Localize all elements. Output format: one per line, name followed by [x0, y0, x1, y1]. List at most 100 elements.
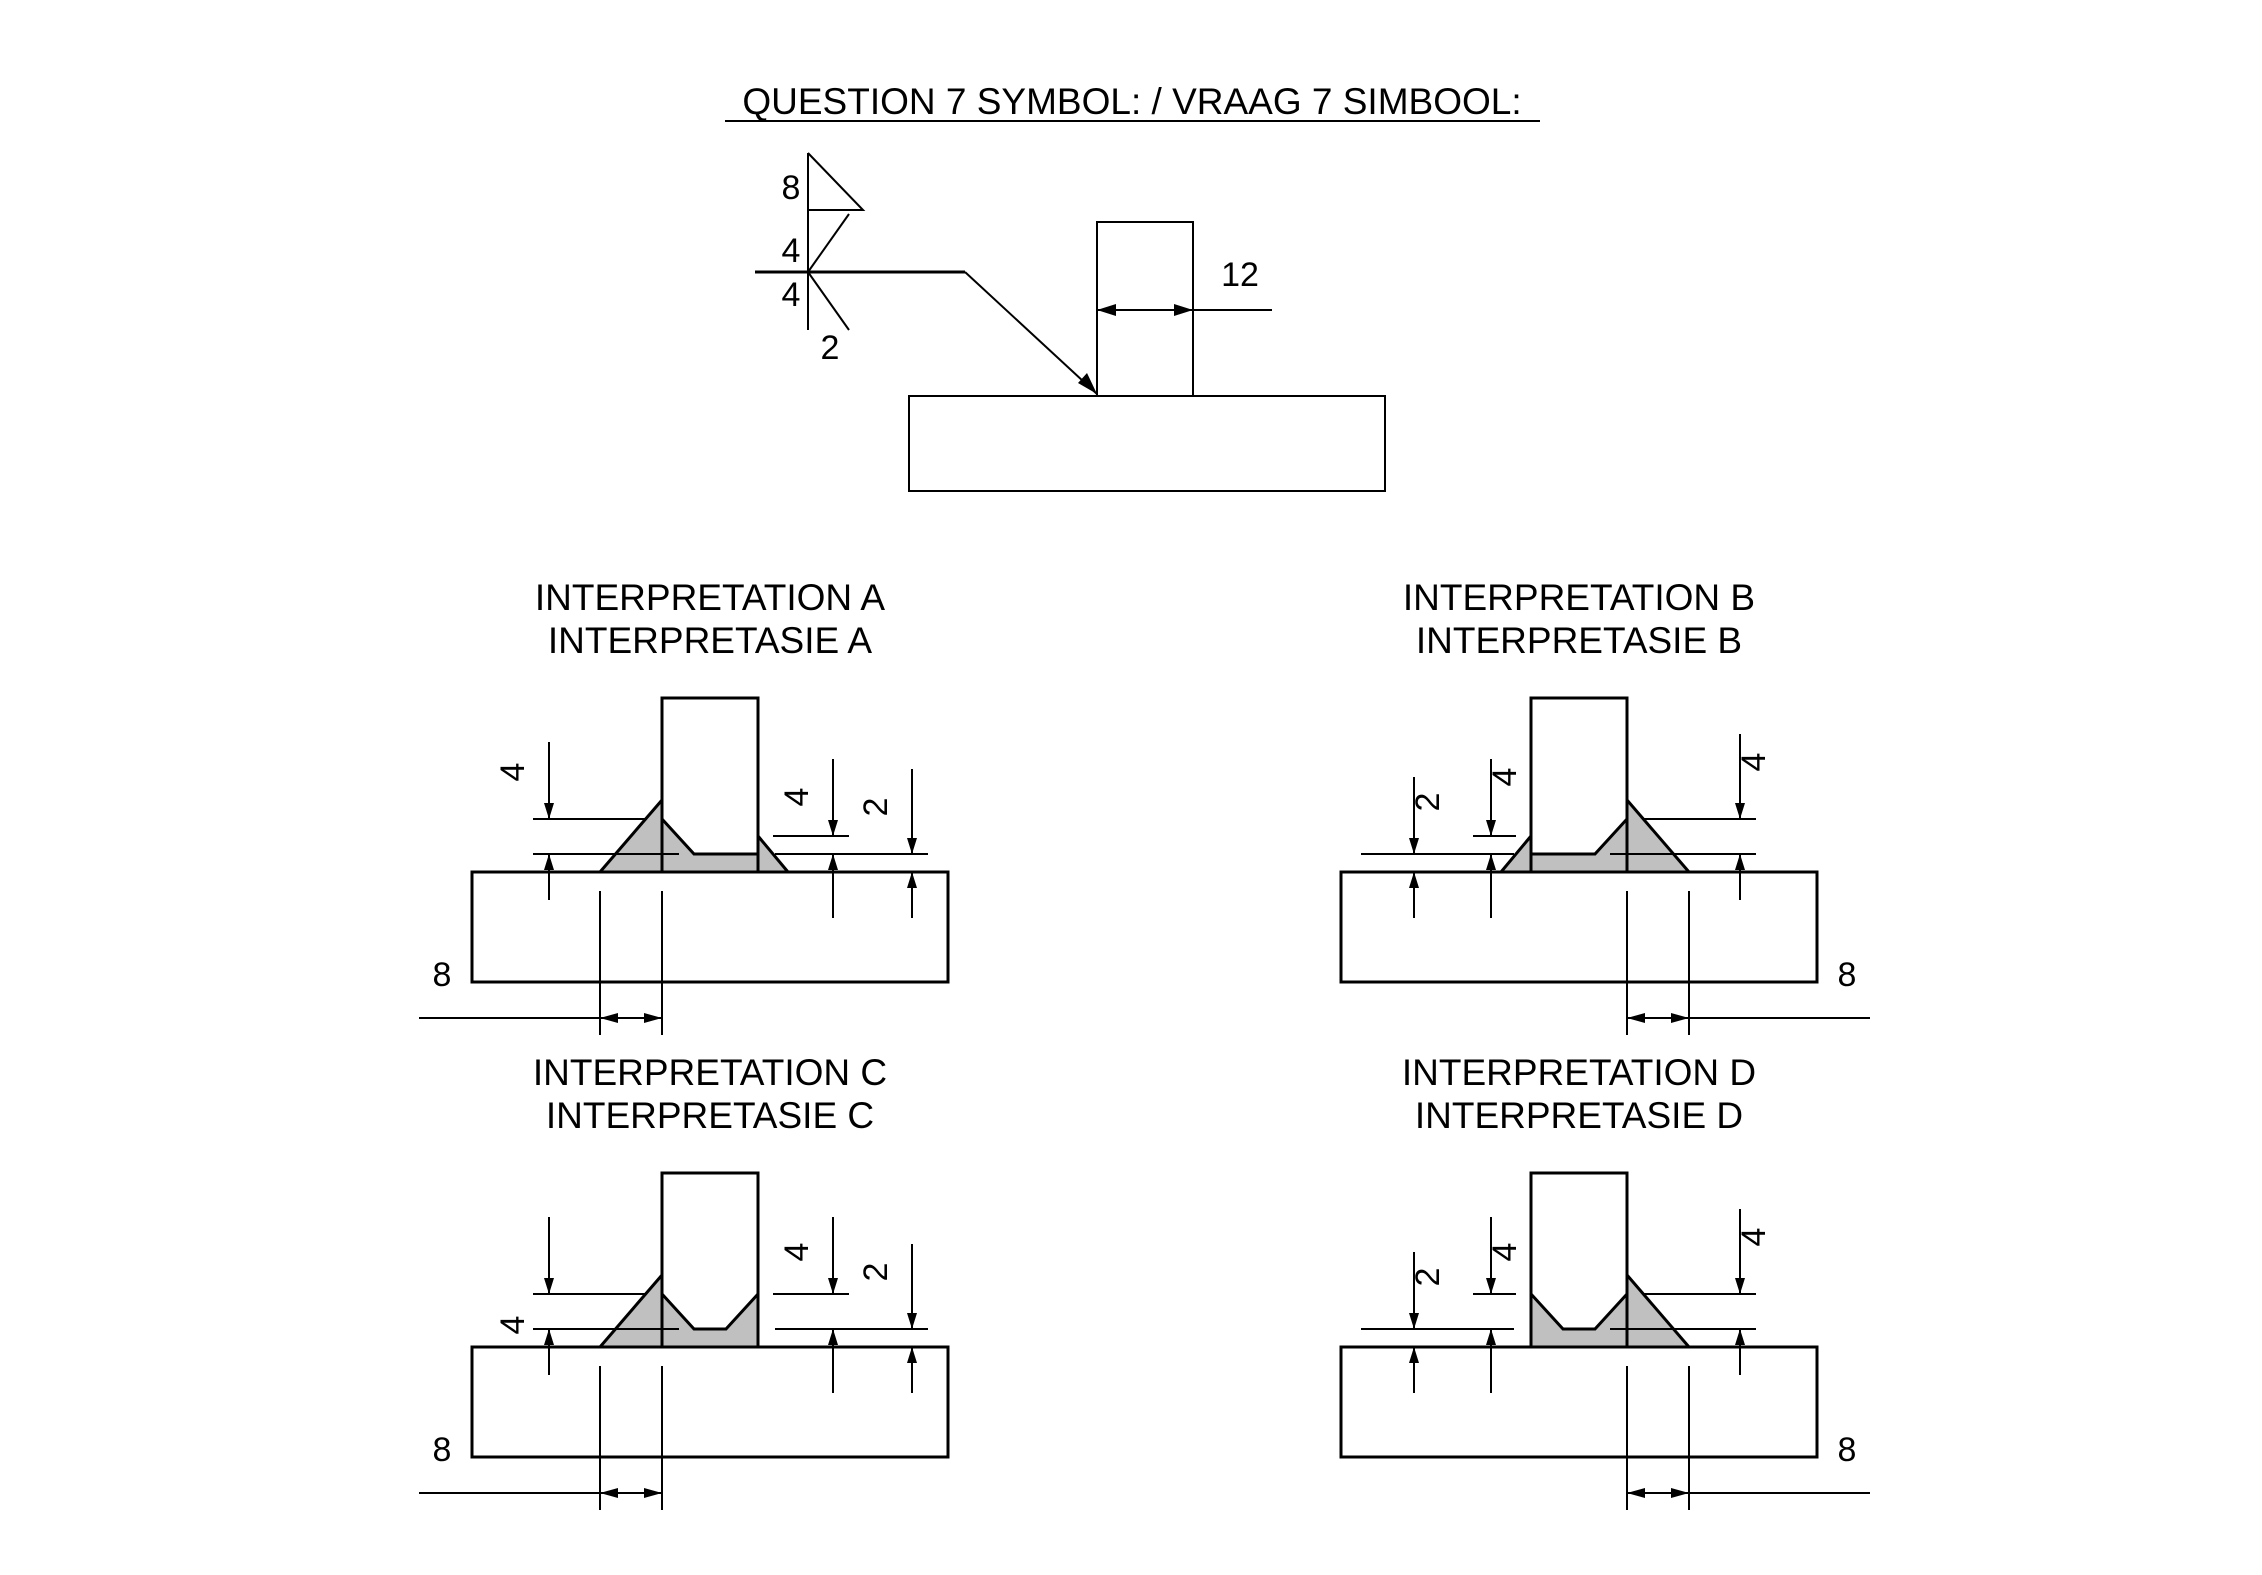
- dim-arrow: [1735, 1329, 1745, 1345]
- interpretation-title-en: INTERPRETATION B: [1403, 577, 1755, 618]
- weld-joint: [1339, 1171, 1870, 1510]
- dim-arrow: [1486, 1278, 1496, 1294]
- dim-label-left-depth: 4: [494, 763, 532, 782]
- dim-arrow: [907, 872, 917, 888]
- weld-joint: [419, 1171, 950, 1510]
- dim-arrow: [544, 854, 554, 870]
- small-fillet-face: [1499, 835, 1533, 873]
- dim-label-left-depth: 4: [1486, 1243, 1524, 1262]
- fillet-face: [598, 799, 664, 873]
- symbol-bevel-depth-bottom: 4: [782, 276, 801, 314]
- thickness-arrow-right: [1174, 304, 1193, 316]
- dim-arrow: [544, 803, 554, 819]
- dim-arrow: [1409, 838, 1419, 854]
- dim-arrow: [828, 820, 838, 836]
- page-title: QUESTION 7 SYMBOL: / VRAAG 7 SIMBOOL:: [742, 81, 1521, 122]
- bevel-weld-fill: [662, 819, 758, 872]
- dim-arrow: [828, 1329, 838, 1345]
- base-plate: [1339, 1345, 1819, 1459]
- base-plate: [470, 1345, 950, 1459]
- interpretation-title-en: INTERPRETATION A: [535, 577, 885, 618]
- double-bevel-face: [1529, 1292, 1629, 1331]
- dim-arrow: [1671, 1013, 1689, 1023]
- fillet-face: [598, 1274, 664, 1348]
- dim-label-left-depth: 4: [494, 1316, 532, 1335]
- fillet-face: [1625, 799, 1691, 873]
- dim-label-fillet: 8: [433, 1431, 452, 1469]
- interpretation-title-af: INTERPRETASIE C: [546, 1095, 874, 1136]
- bevel-weld-fill: [1531, 819, 1627, 872]
- stem-plate: [1529, 1171, 1629, 1349]
- dim-label-gap: 2: [1409, 1268, 1447, 1287]
- base-plate: [1339, 870, 1819, 984]
- dim-arrow: [600, 1013, 618, 1023]
- dim-arrow: [1627, 1013, 1645, 1023]
- thickness-arrow-left: [1097, 304, 1116, 316]
- interpretation-title-af: INTERPRETASIE D: [1415, 1095, 1743, 1136]
- dim-arrow: [1735, 803, 1745, 819]
- dim-arrow: [644, 1013, 662, 1023]
- stem-plate: [660, 1171, 760, 1349]
- dim-label-right-depth: 4: [1735, 1228, 1773, 1247]
- symbol-stem-thickness: 12: [1221, 256, 1259, 294]
- dim-arrow: [1486, 854, 1496, 870]
- double-bevel-face: [660, 1292, 760, 1331]
- fillet-face: [1625, 1274, 1691, 1348]
- bevel-symbol-upper: [807, 213, 850, 273]
- weld-joint: [1339, 696, 1870, 1035]
- interpretation-title-en: INTERPRETATION D: [1402, 1052, 1756, 1093]
- dim-label-right-depth: 4: [778, 1243, 816, 1262]
- dim-arrow: [1627, 1488, 1645, 1498]
- dim-label-gap: 2: [857, 798, 895, 817]
- dim-arrow: [600, 1488, 618, 1498]
- dim-arrow: [1735, 1278, 1745, 1294]
- dim-arrow: [1409, 872, 1419, 888]
- weld-symbol: 8 4 4 2 12: [755, 152, 1386, 492]
- double-bevel-weld-fill: [1531, 1294, 1627, 1347]
- dim-arrow: [1409, 1347, 1419, 1363]
- bevel-symbol-lower: [807, 271, 850, 331]
- base-plate: [470, 870, 950, 984]
- dim-label-right-depth: 4: [1735, 753, 1773, 772]
- dim-arrow: [544, 1278, 554, 1294]
- stem-plate: [660, 696, 760, 874]
- dim-arrow: [828, 854, 838, 870]
- stem-plate: [1529, 696, 1629, 874]
- dim-arrow: [644, 1488, 662, 1498]
- small-fillet-face: [756, 835, 790, 873]
- bevel-face: [1531, 817, 1629, 856]
- dim-label-fillet: 8: [433, 956, 452, 994]
- dim-arrow: [907, 838, 917, 854]
- double-bevel-weld-fill: [662, 1294, 758, 1347]
- weld-joint: [419, 696, 950, 1035]
- dim-label-right-depth: 4: [778, 788, 816, 807]
- dim-label-gap: 2: [1409, 793, 1447, 812]
- dim-arrow: [907, 1313, 917, 1329]
- dim-arrow: [1486, 1329, 1496, 1345]
- dim-label-gap: 2: [857, 1263, 895, 1282]
- leader-arrowhead: [1078, 373, 1097, 394]
- interpretation-title-af: INTERPRETASIE A: [548, 620, 872, 661]
- symbol-root-gap: 2: [821, 329, 840, 367]
- interpretation-title-af: INTERPRETASIE B: [1416, 620, 1742, 661]
- dim-arrow: [907, 1347, 917, 1363]
- symbol-bevel-depth-top: 4: [782, 232, 801, 270]
- dim-arrow: [1735, 854, 1745, 870]
- symbol-base-plate: [908, 395, 1386, 492]
- dim-arrow: [1671, 1488, 1689, 1498]
- dim-arrow: [1409, 1313, 1419, 1329]
- dim-label-fillet: 8: [1838, 1431, 1857, 1469]
- dim-arrow: [544, 1329, 554, 1345]
- symbol-fillet-size: 8: [782, 169, 801, 207]
- dim-label-left-depth: 4: [1486, 768, 1524, 787]
- dim-arrow: [1486, 820, 1496, 836]
- leader-line: [964, 271, 1098, 395]
- dim-label-fillet: 8: [1838, 956, 1857, 994]
- fillet-symbol-triangle: [807, 152, 866, 211]
- interpretation-title-en: INTERPRETATION C: [533, 1052, 887, 1093]
